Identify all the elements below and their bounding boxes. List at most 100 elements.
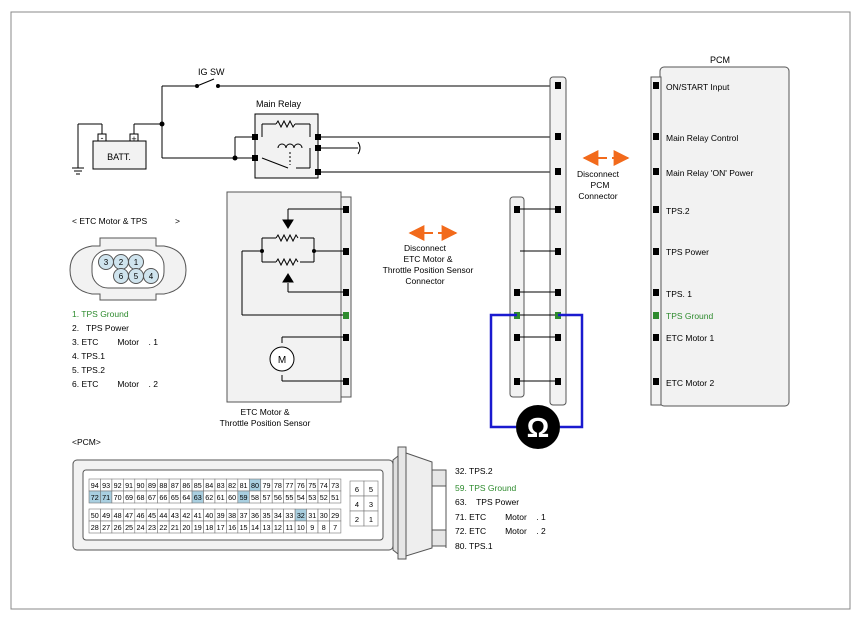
tps-circuit xyxy=(241,208,343,382)
pcm-pin-number: 77 xyxy=(285,481,293,490)
pcm-pin-number: 46 xyxy=(137,511,145,520)
pcm-pin-number: 63 xyxy=(194,493,202,502)
pcm-pin-number: 86 xyxy=(182,481,190,490)
disconnect-etc-line2: ETC Motor & xyxy=(403,254,452,264)
pcm-pin-number: 14 xyxy=(251,523,259,532)
pcm-pin-number: 32 xyxy=(297,511,305,520)
etc-pin-number: 5 xyxy=(134,272,139,281)
pcm-pin-number: 38 xyxy=(228,511,236,520)
etc-unit-label-1: ETC Motor & xyxy=(240,407,289,417)
pcm-legend-item: 80. TPS.1 xyxy=(455,541,493,551)
etc-legend-item: 4. TPS.1 xyxy=(72,351,105,361)
pcm-pin-number: 52 xyxy=(320,493,328,502)
pcm-pin-number: 37 xyxy=(240,511,248,520)
pcm-pin-number: 58 xyxy=(251,493,259,502)
pcm-pin-number: 92 xyxy=(114,481,122,490)
pcm-pin-number: 90 xyxy=(137,481,145,490)
etc-connector-title: < ETC Motor & TPS xyxy=(72,216,148,226)
pcm-pin-number: 47 xyxy=(125,511,133,520)
pcm-pin-number: 18 xyxy=(205,523,213,532)
pcm-pin-number: 20 xyxy=(182,523,190,532)
etc-connector-legend: 1. TPS Ground 2. TPS Power 3. ETC Motor … xyxy=(72,309,158,389)
pcm-pin-number: 89 xyxy=(148,481,156,490)
pcm-pin-number: 66 xyxy=(159,493,167,502)
pcm-harness-connector xyxy=(549,76,567,406)
disconnect-pcm-line2: PCM xyxy=(591,180,610,190)
pcm-pin-tps2: TPS.2 xyxy=(666,206,690,216)
pcm-pin-number: 11 xyxy=(286,523,293,532)
pcm-pin-number: 27 xyxy=(102,523,110,532)
etc-harness-connector xyxy=(509,196,525,398)
pcm-legend-item: 32. TPS.2 xyxy=(455,466,493,476)
pcm-pin-number: 60 xyxy=(228,493,236,502)
pcm-pin-number: 87 xyxy=(171,481,179,490)
pcm-pin-number: 78 xyxy=(274,481,282,490)
pcm-pin-number: 43 xyxy=(171,511,179,520)
pcm-pin-number: 45 xyxy=(148,511,156,520)
etc-pin-number: 2 xyxy=(119,258,124,267)
pcm-pin-number: 24 xyxy=(137,523,145,532)
junction-dots xyxy=(159,84,238,161)
pcm-pin-number: 65 xyxy=(171,493,179,502)
pcm-pin-labels: ON/START Input Main Relay Control Main R… xyxy=(666,82,753,388)
pcm-pin-tps-power: TPS Power xyxy=(666,247,709,257)
ohmmeter xyxy=(516,405,560,449)
pcm-pin-on-start: ON/START Input xyxy=(666,82,730,92)
ohm-symbol: Ω xyxy=(527,412,549,443)
battery xyxy=(72,123,162,175)
pcm-pin-number: 44 xyxy=(159,511,167,520)
pcm-pin-number: 62 xyxy=(205,493,213,502)
pcm-pin-number: 36 xyxy=(251,511,259,520)
etc-legend-item: 5. TPS.2 xyxy=(72,365,105,375)
pcm-pin-tps1: TPS. 1 xyxy=(666,289,692,299)
harness-wires xyxy=(520,208,555,382)
pcm-side-cell xyxy=(363,510,379,527)
pcm-legend-item: 59. TPS Ground xyxy=(455,483,517,493)
disconnect-pcm-line1: Disconnect xyxy=(577,169,620,179)
supply-wiring xyxy=(161,78,558,173)
etc-connector-pin-numbers: 3 2 1 6 5 4 xyxy=(104,258,154,281)
pcm-pin-number: 67 xyxy=(148,493,156,502)
etc-unit-connector xyxy=(340,196,352,398)
pcm-pin-number: 8 xyxy=(322,523,326,532)
disconnect-etc-line4: Connector xyxy=(405,276,444,286)
etc-unit-label-2: Throttle Position Sensor xyxy=(220,418,311,428)
pcm-pin-number: 79 xyxy=(262,481,270,490)
motor-symbol: M xyxy=(278,355,286,366)
pcm-pin-number: 88 xyxy=(159,481,167,490)
etc-unit-pins xyxy=(343,206,349,385)
wire-break-mark xyxy=(357,141,361,155)
pcm-side-number: 5 xyxy=(369,485,373,494)
pcm-pin-number: 12 xyxy=(274,523,282,532)
pcm-pin-number: 34 xyxy=(274,511,282,520)
pcm-pin-number: 29 xyxy=(331,511,339,520)
pcm-pin-number: 69 xyxy=(125,493,133,502)
pcm-pin-etc-motor1: ETC Motor 1 xyxy=(666,333,714,343)
etc-legend-item: 3. ETC Motor . 1 xyxy=(72,337,158,347)
pcm-pin-number: 26 xyxy=(114,523,122,532)
etc-pin-number: 1 xyxy=(134,258,139,267)
pcm-pin-relay-power: Main Relay 'ON' Power xyxy=(666,168,753,178)
pcm-pin-number: 57 xyxy=(262,493,270,502)
pcm-side-number: 1 xyxy=(369,515,373,524)
pcm-legend-item: 72. ETC Motor . 2 xyxy=(455,526,546,536)
pcm-pin-number: 61 xyxy=(217,493,225,502)
pcm-pin-number: 70 xyxy=(114,493,122,502)
pcm-pin-number: 84 xyxy=(205,481,213,490)
pcm-pin-number: 25 xyxy=(125,523,133,532)
pcm-pin-number: 59 xyxy=(240,493,248,502)
pcm-side-number: 6 xyxy=(355,485,359,494)
pcm-pin-number: 64 xyxy=(182,493,190,502)
disconnect-etc-line1: Disconnect xyxy=(404,243,447,253)
pcm-pin-number: 76 xyxy=(297,481,305,490)
battery-minus: - xyxy=(101,133,104,143)
tps-junctions xyxy=(260,249,316,253)
disconnect-etc-line3: Throttle Position Sensor xyxy=(383,265,474,275)
pcm-pin-relay-control: Main Relay Control xyxy=(666,133,738,143)
pcm-pin-number: 35 xyxy=(262,511,270,520)
pcm-pin-number: 16 xyxy=(228,523,236,532)
pcm-connector-legend: 32. TPS.2 59. TPS Ground 63. TPS Power 7… xyxy=(455,466,546,551)
pcm-pin-number: 72 xyxy=(91,493,99,502)
pcm-pin-number: 83 xyxy=(217,481,225,490)
